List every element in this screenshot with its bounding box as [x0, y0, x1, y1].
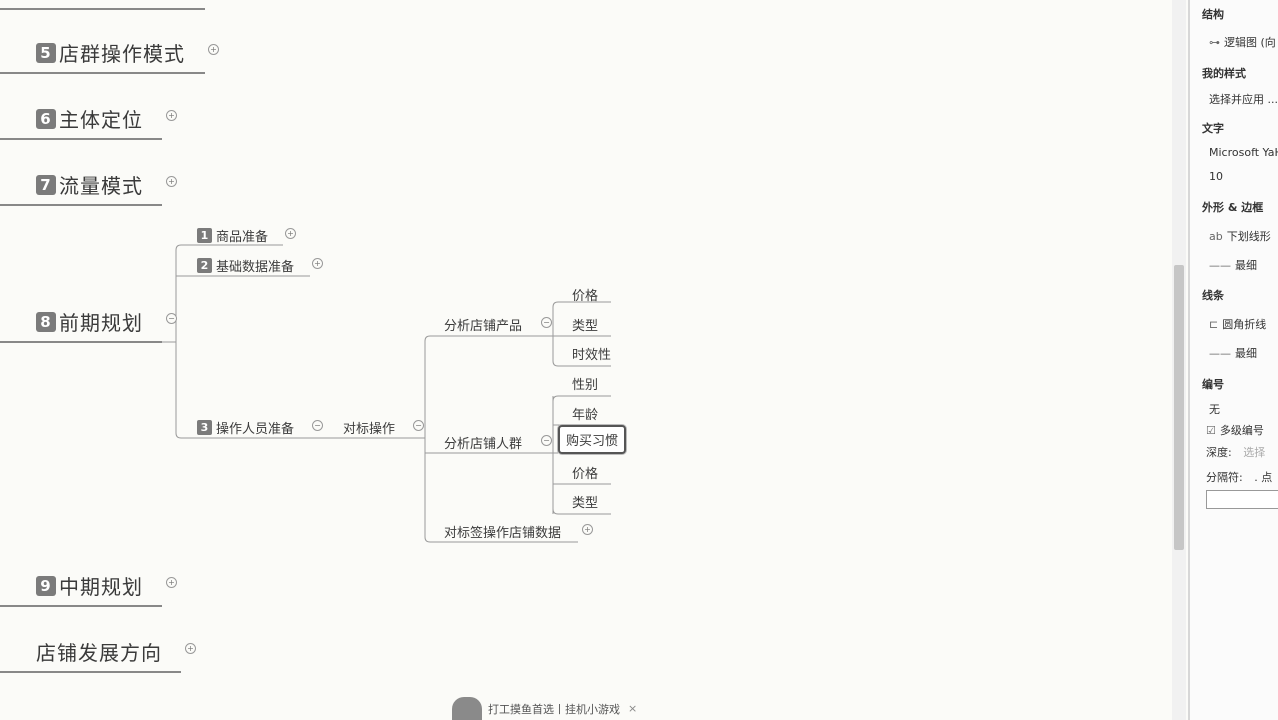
topic-label: 商品准备 [216, 230, 269, 245]
depth-select[interactable]: 选择 [1243, 446, 1266, 459]
topic-number-badge: 1 [197, 228, 212, 243]
font-family-select[interactable]: Microsoft YaH [1209, 146, 1278, 159]
topic-number-badge: 8 [36, 311, 56, 332]
text-heading: 文字 [1202, 122, 1224, 135]
shape-border-heading: 外形 & 边框 [1202, 201, 1264, 214]
collapse-toggle-icon[interactable]: − [541, 317, 552, 328]
leaf-price[interactable]: 价格 [572, 289, 599, 304]
topic-label: 对标签操作店铺数据 [444, 526, 562, 541]
topic-subject-positioning[interactable]: 6 主体定位 [36, 104, 143, 133]
topic-number-badge: 3 [197, 420, 212, 435]
topic-benchmark-operation[interactable]: 对标操作 [343, 418, 395, 437]
topic-analyze-products[interactable]: 分析店铺产品 [444, 315, 522, 334]
topic-label: 对标操作 [343, 422, 396, 437]
topic-label: 基础数据准备 [216, 260, 295, 275]
leaf-purchase-habit-selected[interactable]: 购买习惯 [558, 425, 627, 454]
close-icon[interactable]: × [628, 702, 638, 715]
topic-basic-data-prep[interactable]: 2 基础数据准备 [197, 256, 294, 275]
line-width-icon: —— [1209, 259, 1231, 272]
topic-number-badge: 7 [36, 174, 56, 195]
topic-mid-planning[interactable]: 9 中期规划 [36, 571, 143, 600]
line-width-select[interactable]: ——最细 [1209, 347, 1257, 360]
font-size-select[interactable]: 10 [1209, 170, 1223, 183]
expand-toggle-icon[interactable]: + [208, 44, 219, 55]
connector-lines [0, 8, 611, 673]
rounded-elbow-icon: ⊏ [1209, 318, 1219, 331]
topic-label: 操作人员准备 [216, 422, 295, 437]
leaf-type[interactable]: 类型 [572, 496, 599, 511]
expand-toggle-icon[interactable]: + [285, 228, 296, 239]
vertical-scrollbar[interactable] [1172, 0, 1186, 720]
topic-label: 主体定位 [59, 108, 143, 132]
underline-shape-icon: ab [1209, 230, 1223, 243]
numbering-heading: 编号 [1202, 378, 1224, 391]
topic-operator-prep[interactable]: 3 操作人员准备 [197, 418, 294, 437]
leaf-age[interactable]: 年龄 [572, 408, 599, 423]
game-mascot-icon [452, 697, 482, 720]
topic-label: 分析店铺人群 [444, 437, 523, 452]
mindmap-canvas[interactable]: 5 店群操作模式 + 6 主体定位 + 7 流量模式 + 8 前期规划 − 9 … [0, 0, 1172, 720]
expand-toggle-icon[interactable]: + [312, 258, 323, 269]
logic-chart-icon: ⊶ [1209, 36, 1220, 49]
promo-banner[interactable]: 打工摸鱼首选丨挂机小游戏 × [452, 697, 637, 720]
topic-analyze-crowd[interactable]: 分析店铺人群 [444, 433, 522, 452]
promo-text: 打工摸鱼首选丨挂机小游戏 [488, 702, 620, 716]
topic-number-badge: 6 [36, 108, 56, 129]
multi-level-checkbox[interactable]: ☑多级编号 [1206, 424, 1264, 437]
leaf-timeliness[interactable]: 时效性 [572, 348, 612, 363]
topic-label: 中期规划 [59, 575, 143, 599]
collapse-toggle-icon[interactable]: − [541, 435, 552, 446]
topic-label: 店铺发展方向 [36, 641, 162, 665]
line-width-icon: —— [1209, 347, 1231, 360]
structure-heading: 结构 [1202, 8, 1224, 21]
structure-select[interactable]: ⊶逻辑图 (向 [1209, 36, 1276, 49]
separator-row: 分隔符: . 点 [1206, 471, 1273, 484]
separator-select[interactable]: . 点 [1254, 471, 1273, 484]
numbering-select[interactable]: 无 [1209, 403, 1220, 416]
expand-toggle-icon[interactable]: + [166, 110, 177, 121]
topic-benchmark-store-data[interactable]: 对标签操作店铺数据 [444, 522, 561, 541]
scrollbar-thumb[interactable] [1174, 265, 1184, 550]
topic-number-badge: 9 [36, 575, 56, 596]
topic-traffic-mode[interactable]: 7 流量模式 [36, 170, 143, 199]
line-style-select[interactable]: ⊏圆角折线 [1209, 318, 1267, 331]
numbering-format-input[interactable] [1206, 490, 1278, 509]
collapse-toggle-icon[interactable]: − [166, 313, 177, 324]
checkbox-checked-icon: ☑ [1206, 424, 1216, 437]
format-panel: 结构 ⊶逻辑图 (向 我的样式 选择并应用 ... 文字 Microsoft Y… [1188, 0, 1278, 720]
topic-number-badge: 5 [36, 42, 56, 63]
expand-toggle-icon[interactable]: + [582, 524, 593, 535]
leaf-gender[interactable]: 性别 [572, 378, 599, 393]
topic-label: 分析店铺产品 [444, 319, 523, 334]
topic-label: 流量模式 [59, 174, 143, 198]
border-width-select[interactable]: ——最细 [1209, 259, 1257, 272]
leaf-type[interactable]: 类型 [572, 319, 599, 334]
topic-label: 前期规划 [59, 311, 143, 335]
topic-number-badge: 2 [197, 258, 212, 273]
expand-toggle-icon[interactable]: + [166, 577, 177, 588]
collapse-toggle-icon[interactable]: − [413, 420, 424, 431]
expand-toggle-icon[interactable]: + [166, 176, 177, 187]
topic-label: 店群操作模式 [59, 42, 185, 66]
topic-store-group-mode[interactable]: 5 店群操作模式 [36, 38, 185, 67]
depth-row: 深度: 选择 [1206, 446, 1266, 459]
topic-product-prep[interactable]: 1 商品准备 [197, 226, 268, 245]
collapse-toggle-icon[interactable]: − [312, 420, 323, 431]
line-heading: 线条 [1202, 289, 1224, 302]
topic-early-planning[interactable]: 8 前期规划 [36, 307, 143, 336]
expand-toggle-icon[interactable]: + [185, 643, 196, 654]
topic-store-direction[interactable]: 店铺发展方向 [36, 637, 162, 666]
my-style-heading: 我的样式 [1202, 67, 1246, 80]
my-style-select[interactable]: 选择并应用 ... [1209, 93, 1278, 106]
leaf-price[interactable]: 价格 [572, 467, 599, 482]
